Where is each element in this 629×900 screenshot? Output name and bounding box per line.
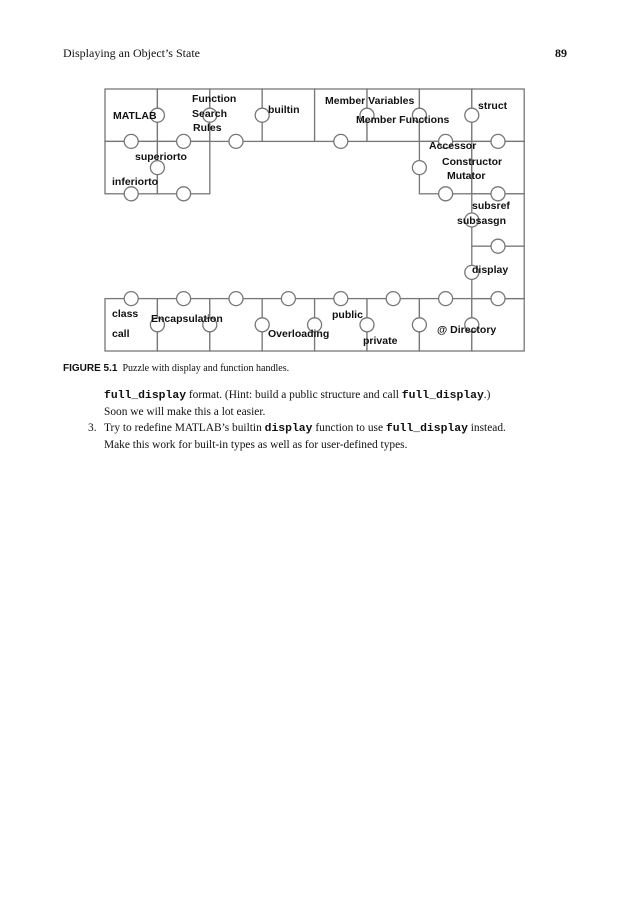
puzzle-knob xyxy=(149,317,166,333)
label-inferiorto: inferiorto xyxy=(112,176,159,188)
paragraph-line: Soon we will make this a lot easier. xyxy=(104,406,266,418)
puzzle-knob xyxy=(385,290,401,307)
puzzle-knob xyxy=(202,107,218,123)
puzzle-knob xyxy=(333,133,349,150)
text: format. (Hint: build a public structure … xyxy=(186,389,402,401)
label-private: private xyxy=(363,335,398,347)
label-public: public xyxy=(332,309,363,321)
label-class: class xyxy=(112,308,139,320)
puzzle-piece xyxy=(471,193,525,247)
puzzle-knob xyxy=(333,290,349,307)
label-function: Function xyxy=(192,93,237,105)
page-number: 89 xyxy=(555,46,567,60)
label-search: Search xyxy=(192,108,228,120)
puzzle-knob xyxy=(490,133,506,150)
puzzle-knob xyxy=(464,317,480,333)
code-full-display: full_display xyxy=(104,390,187,402)
puzzle-knob xyxy=(464,107,480,123)
puzzle-piece xyxy=(104,297,159,352)
puzzle-knob xyxy=(464,264,480,281)
puzzle-knob xyxy=(464,212,480,228)
puzzle-knob xyxy=(411,107,428,123)
label-mutator: Mutator xyxy=(447,170,486,182)
puzzle-knob xyxy=(490,290,506,307)
text: function to use xyxy=(312,422,386,434)
paragraph-continued: full_display format. (Hint: build a publ… xyxy=(63,387,563,404)
puzzle-knob xyxy=(437,133,454,150)
puzzle-knob xyxy=(175,186,192,202)
puzzle-knob xyxy=(175,290,192,307)
puzzle-knob xyxy=(149,159,166,176)
puzzle-knob xyxy=(359,107,375,123)
paragraph-line: Make this work for built-in types as wel… xyxy=(104,439,408,451)
puzzle-knob xyxy=(437,186,454,202)
puzzle-knob xyxy=(490,186,506,202)
label-overloading: Overloading xyxy=(268,328,330,340)
text: .) xyxy=(483,389,491,401)
puzzle-knob xyxy=(359,317,375,333)
caption-text: Puzzle with display and function handles… xyxy=(122,363,290,374)
puzzle-knob xyxy=(254,317,270,333)
label-superiorto: superiorto xyxy=(135,151,187,163)
label-struct: struct xyxy=(478,100,508,112)
label-accessor: Accessor xyxy=(429,140,477,152)
puzzle-knob xyxy=(123,290,139,307)
label-display: display xyxy=(472,264,509,276)
label-matlab: MATLAB xyxy=(113,110,157,122)
puzzle-knob xyxy=(306,317,323,333)
puzzle-knob xyxy=(149,107,166,123)
label-member-functions: Member Functions xyxy=(356,114,450,126)
list-number: 3. xyxy=(88,422,97,434)
puzzle-knob xyxy=(123,186,139,202)
puzzle-piece xyxy=(156,140,211,195)
label-subsasgn: subsasgn xyxy=(457,215,507,227)
puzzle-piece xyxy=(261,88,316,143)
puzzle-figure: MATLAB Function Search Rules builtin Mem… xyxy=(100,85,530,355)
puzzle-knob xyxy=(411,317,428,333)
label-builtin: builtin xyxy=(268,104,300,116)
puzzle-knob xyxy=(254,107,270,123)
puzzle-knob xyxy=(202,317,218,333)
puzzle-knob xyxy=(437,290,454,307)
label-rules: Rules xyxy=(193,122,222,134)
label-encapsulation: Encapsulation xyxy=(151,313,223,325)
puzzle-knob xyxy=(228,133,244,150)
puzzle-knob xyxy=(411,159,428,176)
puzzle-knob xyxy=(490,238,506,254)
text: Try to redefine MATLAB’s builtin xyxy=(104,422,265,434)
list-item-3: 3. Try to redefine MATLAB’s builtin displ… xyxy=(63,420,563,437)
caption-label: FIGURE 5.1 xyxy=(63,363,118,374)
puzzle-piece xyxy=(104,88,159,143)
puzzle-piece xyxy=(471,140,525,195)
puzzle-piece xyxy=(261,297,316,352)
puzzle-knob xyxy=(123,133,139,150)
text: instead. xyxy=(467,422,506,434)
puzzle-pieces xyxy=(104,88,525,352)
label-call: call xyxy=(112,328,130,340)
running-header-title: Displaying an Object’s State xyxy=(63,46,200,60)
code-display: display xyxy=(264,423,313,435)
code-full-display: full_display xyxy=(401,390,484,402)
puzzle-knob xyxy=(175,133,192,150)
body-text: full_display format. (Hint: build a publ… xyxy=(63,387,563,453)
figure-caption: FIGURE 5.1 Puzzle with display and funct… xyxy=(63,363,289,374)
label-member-variables: Member Variables xyxy=(325,95,415,107)
puzzle-piece xyxy=(471,88,525,143)
code-full-display: full_display xyxy=(385,423,468,435)
puzzle-piece xyxy=(313,297,368,352)
puzzle-knob xyxy=(280,290,297,307)
puzzle-piece xyxy=(418,140,473,195)
label-subsref: subsref xyxy=(472,200,510,212)
label-directory: @ Directory xyxy=(437,324,497,336)
puzzle-piece xyxy=(104,140,159,195)
label-constructor: Constructor xyxy=(442,156,503,168)
puzzle-knob xyxy=(228,290,244,307)
puzzle-piece xyxy=(366,297,421,352)
